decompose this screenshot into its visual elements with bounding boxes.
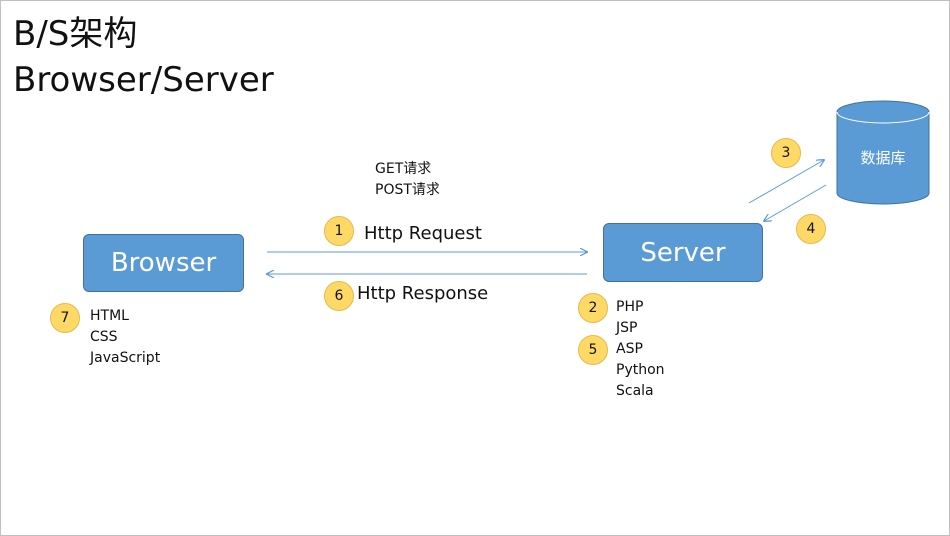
browser-label: Browser (110, 248, 217, 278)
step-badge-7: 7 (50, 303, 80, 333)
http-response-label: Http Response (357, 283, 489, 304)
step-badge-6: 6 (324, 281, 354, 311)
browser-tech-list: HTML CSS JavaScript (90, 306, 160, 369)
browser-tech-item: CSS (90, 329, 118, 345)
database-label: 数据库 (860, 149, 906, 167)
server-tech-item: JSP (616, 320, 638, 336)
get-request-label: GET请求 (375, 161, 432, 177)
step-badge-5: 5 (578, 335, 608, 365)
browser-tech-item: HTML (90, 308, 129, 324)
server-tech-item: PHP (616, 299, 644, 315)
step-badge-3: 3 (771, 138, 801, 168)
database-cylinder (836, 100, 930, 205)
server-tech-list: PHP JSP ASP Python Scala (616, 297, 665, 402)
server-tech-item: Scala (616, 383, 654, 399)
server-label: Server (640, 237, 726, 268)
http-request-label: Http Request (364, 223, 482, 244)
post-request-label: POST请求 (375, 182, 440, 198)
title-line-2: Browser/Server (13, 60, 274, 100)
server-tech-item: ASP (616, 341, 643, 357)
browser-node: Browser (83, 234, 244, 292)
step-badge-1: 1 (324, 216, 354, 246)
db-to-server-arrow (764, 184, 827, 221)
server-to-db-arrow (748, 160, 824, 204)
step-badge-4: 4 (796, 214, 826, 244)
title-line-1: B/S架构 (13, 14, 138, 54)
step-badge-2: 2 (578, 293, 608, 323)
server-tech-item: Python (616, 362, 665, 378)
browser-tech-item: JavaScript (90, 350, 161, 366)
server-node: Server (603, 223, 763, 282)
